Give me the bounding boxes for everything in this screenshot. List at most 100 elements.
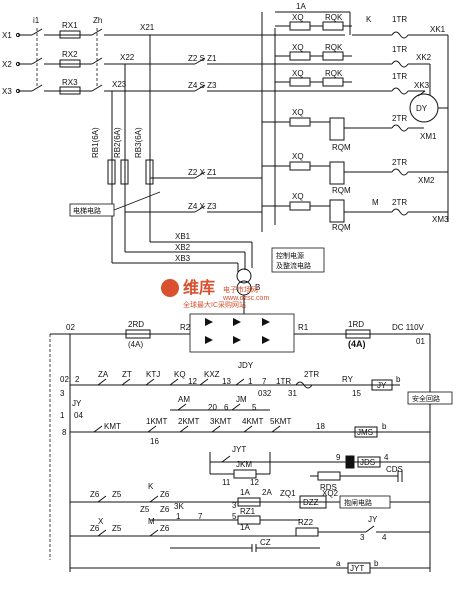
r2-am: AM	[178, 395, 190, 404]
bus-x22: X22	[120, 53, 135, 62]
rect-r1: R1	[298, 323, 309, 332]
r1-kxz: KXZ	[204, 370, 220, 379]
fuse-2rd-label: 2RD	[128, 320, 144, 329]
block1-coil: XQ	[292, 13, 304, 22]
r1-za: ZA	[98, 370, 109, 379]
fuse-1rd-label: 1RD	[348, 320, 364, 329]
dc-supply: DC 110V	[392, 323, 425, 332]
switch-label-z4x: Z4 X Z3	[188, 202, 217, 211]
r3-4kmt: 4KMT	[242, 417, 263, 426]
r6-xq2: XQ2	[322, 489, 339, 498]
input-x1: X1	[2, 31, 12, 40]
r1-ktj: KTJ	[146, 370, 160, 379]
xb3: XB3	[175, 254, 191, 263]
r1-7: 7	[262, 377, 267, 386]
callout-brake-box	[339, 495, 391, 509]
callout-motor: 电梯电路	[73, 206, 101, 215]
r5-cds: CDS	[386, 465, 403, 474]
r6-z6c: Z6	[160, 505, 170, 514]
r4-jkm: JKM	[236, 460, 252, 469]
lower-block-3	[262, 199, 448, 223]
r1-2tr: 2TR	[304, 370, 319, 379]
block1-tap: 1A	[296, 2, 306, 11]
rb-fuses	[107, 159, 154, 185]
r1-1tr: 1TR	[276, 377, 291, 386]
block3-res: RQK	[325, 69, 343, 78]
k-contact: K	[366, 15, 372, 24]
switch-label-z2x: Z2 X Z1	[188, 168, 217, 177]
r1-b: b	[396, 375, 401, 384]
rb1-label: RB1(6A)	[91, 127, 100, 158]
r3-2kmt: 2KMT	[178, 417, 199, 426]
output-tr-upper	[352, 31, 448, 95]
r3-b: b	[382, 422, 387, 431]
r6-1a: 1A	[240, 488, 250, 497]
bus-x21: X21	[140, 23, 155, 32]
r3-3kmt: 3KMT	[210, 417, 231, 426]
r7-x: X	[98, 517, 104, 526]
r6-3: 3	[232, 501, 237, 510]
switch-x-lower	[125, 171, 262, 213]
r4-jyt: JYT	[232, 445, 246, 454]
ladder-row-2	[170, 403, 270, 411]
fuse-rx2	[58, 59, 82, 68]
transformer-primary	[236, 268, 252, 284]
tr-label-3: 1TR	[392, 72, 407, 81]
callout-control-box	[271, 247, 325, 273]
switch-s-upper	[180, 57, 262, 92]
lower3-res: RQM	[332, 223, 351, 232]
ladder-row-7	[70, 525, 430, 552]
out-xk2: XK2	[416, 53, 432, 62]
r6-zq1: ZQ1	[280, 489, 296, 498]
r7-jy: JY	[368, 515, 378, 524]
r7-rz2: RZ2	[298, 518, 314, 527]
xb1: XB1	[175, 232, 191, 241]
out-xk3: XK3	[414, 81, 430, 90]
block-upper-3	[262, 77, 352, 92]
ladder-row-8	[70, 562, 430, 574]
r2-5: 5	[252, 403, 257, 412]
lower3-tr: 2TR	[392, 198, 407, 207]
r6-3k: 3K	[174, 502, 184, 511]
r1b-3: 3	[60, 389, 65, 398]
r1b-1: 1	[60, 411, 65, 420]
ladder-row-5	[270, 455, 430, 482]
callout-brake: 抱闸电路	[344, 498, 372, 507]
r8-a: a	[336, 559, 341, 568]
r8-b: b	[374, 559, 379, 568]
r7-cz: CZ	[260, 538, 271, 547]
r5-jds: JDS	[360, 458, 375, 467]
fuse-rx2-label: RX2	[62, 50, 78, 59]
r1-jy: JY	[377, 381, 387, 390]
r1-31: 31	[288, 389, 297, 398]
block1-res: RQK	[325, 13, 343, 22]
input-x3: X3	[2, 87, 12, 96]
r6-7: 7	[198, 512, 203, 521]
fuse-2rd-rating: (4A)	[128, 340, 143, 349]
rb2-label: RB2(6A)	[113, 127, 122, 158]
r6-z6b: Z6	[160, 490, 170, 499]
r2-jm: JM	[236, 395, 247, 404]
r1b-04: 04	[74, 411, 83, 420]
block2-res: RQK	[325, 43, 343, 52]
r6-z5: Z5	[112, 490, 122, 499]
switch-label-z4s: Z4 S Z3	[188, 81, 217, 90]
lower1-res: RQM	[332, 143, 351, 152]
r7-z6b: Z6	[160, 524, 170, 533]
out-xm3: XM3	[432, 215, 449, 224]
ladder-row-3	[70, 425, 430, 438]
lower2-res: RQM	[332, 186, 351, 195]
r3-8: 8	[62, 428, 67, 437]
r6-z5b: Z5	[140, 505, 150, 514]
fuse-group-label: Zh	[93, 16, 102, 25]
callout-safety-box	[407, 391, 453, 405]
r7-z5: Z5	[112, 524, 122, 533]
node-01: 01	[416, 337, 425, 346]
main-switch-group	[15, 28, 60, 94]
r6-z6: Z6	[90, 490, 100, 499]
callout-control: 控制电源	[276, 251, 304, 260]
wm-tag: 全球最大IC采购网站	[183, 300, 246, 309]
lower3-contact: M	[372, 198, 379, 207]
callout-control2: 及整流电路	[276, 261, 311, 270]
